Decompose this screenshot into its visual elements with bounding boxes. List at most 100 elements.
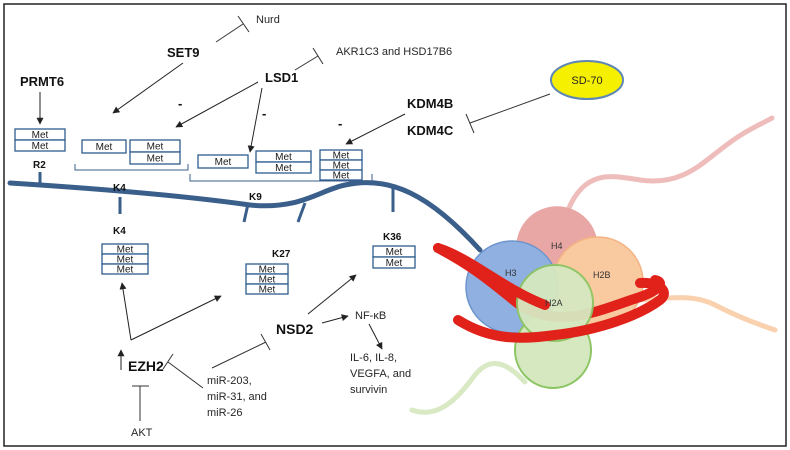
- met-label: Met: [259, 275, 276, 286]
- arrow-nsd2-nfkb: [321, 314, 349, 324]
- nsd2-label: NSD2: [276, 321, 314, 337]
- met-label: Met: [32, 130, 49, 141]
- inhibit-bar-kdm4: [465, 113, 475, 134]
- h2a-tail-curve: [409, 361, 528, 415]
- inhibit-bar-nurd: [237, 15, 250, 33]
- met-box: [319, 169, 363, 181]
- arrow-set9-k4: [112, 62, 184, 114]
- met-box: [101, 263, 149, 275]
- met-label: Met: [147, 142, 164, 153]
- met-box: [197, 154, 249, 169]
- met-label: Met: [117, 255, 134, 266]
- met-label: Met: [147, 154, 164, 165]
- prmt6-label: PRMT6: [20, 74, 64, 89]
- met-box: [245, 283, 289, 295]
- met-label: Met: [386, 247, 403, 258]
- diagram-frame: [3, 3, 787, 447]
- arrow-ezh2-k27: [130, 295, 222, 341]
- h3-label: H3: [505, 268, 517, 278]
- met-label: Met: [32, 141, 49, 152]
- k9-stub: [242, 203, 250, 223]
- minus-lsd1-k9: -: [262, 106, 266, 121]
- minus-kdm4: -: [338, 116, 342, 131]
- cytokine-line-2: VEGFA, and: [350, 368, 411, 380]
- met-label: Met: [215, 157, 232, 168]
- met-box: [81, 139, 127, 154]
- met-label: Met: [333, 151, 350, 162]
- akr1c3-label: AKR1C3 and HSD17B6: [336, 46, 452, 58]
- met-label: Met: [259, 285, 276, 296]
- k4-top-site-label: K4: [113, 183, 126, 194]
- nurd-label: Nurd: [256, 14, 280, 26]
- met-box: [372, 256, 416, 269]
- arrow-lsd1-k9: [247, 87, 263, 153]
- h4-label: H4: [551, 241, 563, 251]
- met-label: Met: [275, 152, 292, 163]
- inhibit-lsd1-akr: [294, 55, 319, 71]
- bracket-k9: [189, 174, 373, 182]
- met-box: [129, 151, 181, 165]
- inhibit-mirna-ezh2: [167, 361, 204, 389]
- met-label: Met: [333, 171, 350, 182]
- met-box: [255, 161, 312, 174]
- met-box: [14, 139, 66, 152]
- akt-label: AKT: [131, 427, 153, 439]
- sd70-ellipse: [550, 60, 624, 100]
- h2a-circle: [516, 264, 594, 342]
- arrow-nfkb-cytokines: [368, 323, 383, 350]
- kdm4c-label: KDM4C: [407, 123, 454, 138]
- k36-site-label: K36: [383, 232, 402, 243]
- k27-stub: [296, 202, 307, 223]
- met-label: Met: [275, 163, 292, 174]
- mirna-line-3: miR-26: [207, 407, 242, 419]
- dna-strand-2: [453, 277, 669, 343]
- arrow-kdm4-k36: [345, 113, 406, 145]
- arrow-ezh2-k4: [119, 282, 132, 341]
- dna-strand-3: [433, 243, 550, 310]
- inhibit-set9-nurd: [215, 23, 244, 43]
- set9-label: SET9: [167, 45, 200, 60]
- h3-tail: [7, 180, 483, 253]
- inhibit-sd70-kdm4: [469, 93, 551, 124]
- met-stack-k9-mono: Met: [197, 154, 249, 169]
- h2a-label: H2A: [545, 298, 563, 308]
- mirna-line-1: miR-203,: [207, 375, 252, 387]
- met-label: Met: [117, 245, 134, 256]
- kdm4b-label: KDM4B: [407, 96, 453, 111]
- nfkb-label: NF-κB: [355, 310, 386, 322]
- met-stack-k4-mono: Met: [81, 139, 127, 154]
- inhibit-mirna-nsd2: [211, 341, 267, 369]
- k4-low-site-label: K4: [113, 226, 126, 237]
- met-label: Met: [333, 161, 350, 172]
- met-label: Met: [117, 265, 134, 276]
- r2-site-label: R2: [33, 160, 46, 171]
- k9-site-label: K9: [249, 192, 262, 203]
- h4-tail-curve: [565, 115, 775, 213]
- cytokine-line-3: survivin: [350, 384, 387, 396]
- met-label: Met: [386, 258, 403, 269]
- h2b-label: H2B: [593, 270, 611, 280]
- k27-site-label: K27: [272, 249, 291, 260]
- inhibit-bar-mirna-nsd2: [260, 333, 271, 351]
- inhibit-bar-mirna-ezh2: [162, 353, 174, 370]
- met-label: Met: [96, 142, 113, 153]
- minus-lsd1-k4: -: [178, 96, 182, 111]
- mirna-line-2: miR-31, and: [207, 391, 267, 403]
- lsd1-label: LSD1: [265, 70, 298, 85]
- arrow-lsd1-k4: [175, 81, 259, 128]
- met-label: Met: [259, 265, 276, 276]
- arrow-nsd2-k36: [307, 274, 357, 315]
- ezh2-label: EZH2: [128, 358, 164, 374]
- bracket-k4: [74, 164, 189, 171]
- cytokine-line-1: IL-6, IL-8,: [350, 352, 397, 364]
- sd70-label: SD-70: [571, 75, 602, 87]
